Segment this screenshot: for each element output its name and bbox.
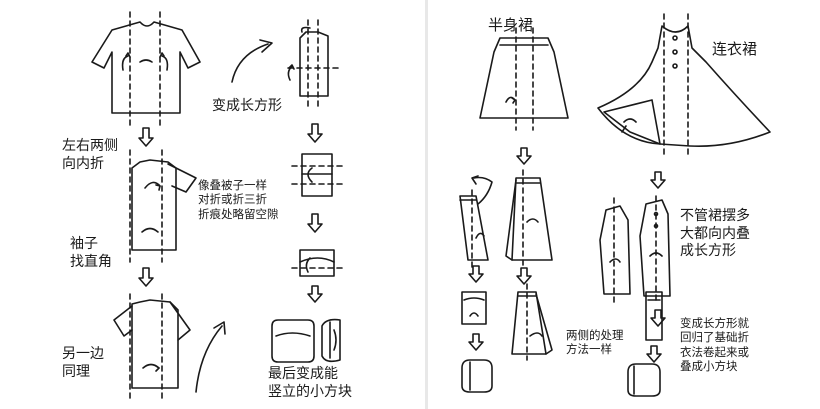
down-arrow-icon — [516, 267, 532, 285]
label-line: 折痕处略留空隙 — [198, 206, 279, 221]
label-line: 左右两侧 — [62, 138, 118, 154]
label-skirt-note: 两侧的处理 方法一样 — [566, 328, 624, 357]
label-line: 大都向内叠 — [680, 225, 750, 242]
dress-final-cube-illustration — [627, 363, 661, 397]
tshirt-sleeve-folded-illustration — [113, 293, 191, 403]
label-dress-hem: 不管裙摆多 大都向内叠 成长方形 — [680, 208, 750, 261]
label-fold-sides: 左右两侧 向内折 — [62, 138, 118, 173]
curved-arrow-icon — [195, 321, 226, 393]
label-dress-final: 变成长方形就 回归了基础折 衣法卷起来或 叠成小方块 — [680, 316, 749, 374]
tshirt-flat-illustration — [91, 11, 201, 127]
skirt-side-folded-illustration — [505, 169, 553, 269]
skirt-both-folded-illustration — [511, 283, 553, 361]
label-line: 成长方形 — [680, 243, 736, 259]
down-arrow-icon — [138, 267, 154, 287]
dress-title: 连衣裙 — [712, 40, 758, 58]
down-arrow-icon — [516, 147, 532, 165]
tshirt-sides-folded-illustration — [129, 149, 197, 263]
skirt-rectangle-illustration — [459, 175, 493, 269]
label-result: 最后变成能 竖立的小方块 — [268, 366, 352, 401]
label-line: 不管裙摆多 — [680, 208, 750, 224]
tshirt-rectangle-illustration — [287, 19, 343, 107]
label-line: 最后变成能 — [268, 366, 338, 382]
dress-flat-illustration — [597, 13, 771, 159]
dress-sides-folded-illustration — [599, 195, 671, 305]
down-arrow-icon — [646, 345, 662, 363]
skirt-flat-illustration — [479, 27, 569, 131]
skirt-title: 半身裙 — [488, 16, 534, 34]
skirt-final-cube-illustration — [461, 359, 493, 393]
tshirt-final-cube-illustration — [271, 318, 341, 363]
label-line: 回归了基础折 — [680, 330, 749, 345]
label-rectangle: 变成长方形 — [212, 98, 282, 114]
label-line: 竖立的小方块 — [268, 383, 352, 400]
label-roll: 像叠被子一样 对折或折三折 折痕处略留空隙 — [198, 178, 279, 221]
section-divider — [425, 0, 428, 409]
down-arrow-icon — [138, 127, 154, 147]
label-other-side: 另一边 同理 — [62, 346, 104, 381]
dress-folded-block-illustration — [645, 291, 663, 341]
label-line: 找直角 — [70, 253, 112, 270]
tshirt-folded-thirds-illustration — [291, 249, 345, 277]
label-line: 向内折 — [62, 155, 104, 172]
label-line: 对折或折三折 — [198, 192, 267, 207]
label-line: 叠成小方块 — [680, 359, 738, 374]
label-line: 变成长方形就 — [680, 316, 749, 330]
label-line: 袖子 — [70, 236, 98, 252]
down-arrow-icon — [307, 285, 323, 303]
down-arrow-icon — [650, 309, 666, 327]
label-line: 衣法卷起来或 — [680, 344, 749, 359]
down-arrow-icon — [468, 333, 484, 351]
label-line: 另一边 — [62, 346, 104, 362]
down-arrow-icon — [307, 123, 323, 143]
label-line: 像叠被子一样 — [198, 178, 267, 192]
curved-arrow-icon — [231, 39, 273, 83]
tshirt-folded-half-illustration — [291, 153, 345, 197]
down-arrow-icon — [307, 213, 323, 233]
label-line: 两侧的处理 — [566, 328, 624, 342]
skirt-folded-block-illustration — [461, 291, 487, 325]
down-arrow-icon — [468, 265, 484, 283]
down-arrow-icon — [650, 171, 666, 189]
label-line: 方法一样 — [566, 342, 612, 357]
label-line: 同理 — [62, 363, 90, 380]
label-sleeve: 袖子 找直角 — [70, 236, 112, 271]
